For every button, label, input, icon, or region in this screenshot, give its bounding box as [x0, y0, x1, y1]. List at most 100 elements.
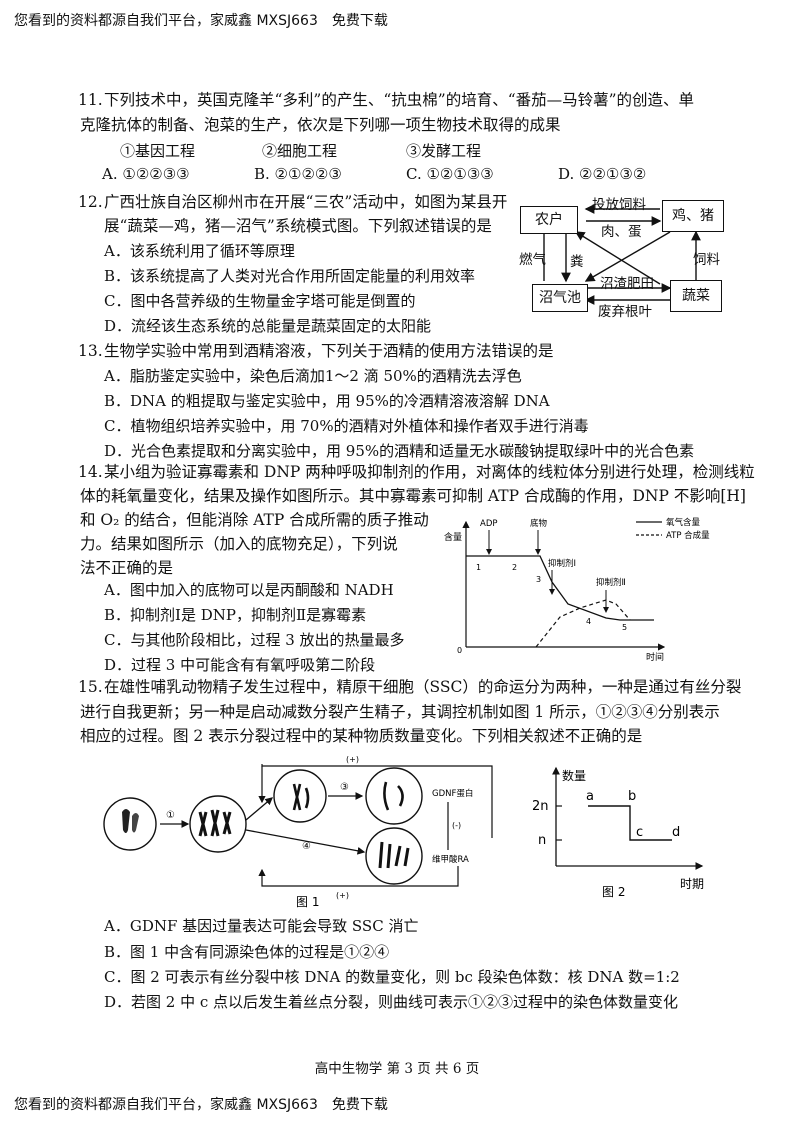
tick-2n: 2n — [532, 799, 549, 814]
label-residue: 沼渣肥田 — [600, 276, 654, 292]
cell-ssc — [103, 797, 157, 851]
chromosome-icon — [222, 811, 232, 835]
chromosome-icon — [292, 783, 302, 811]
cell-self-renewal — [365, 767, 423, 825]
q12-stem-line1: 广西壮族自治区柳州市在开展“三农”活动中，如图为某县开 — [104, 193, 508, 211]
point-c: c — [636, 825, 643, 840]
tick-n: n — [538, 833, 546, 848]
phase-2: 2 — [512, 563, 517, 572]
oxygen-curve — [466, 555, 654, 621]
q12-stem-line2: 展“蔬菜—鸡，猪—沼气”系统模式图。下列叙述错误的是 — [104, 217, 492, 235]
point-d: d — [672, 825, 680, 840]
q11-stem-line1: 下列技术中，英国克隆羊“多利”的产生、“抗虫棉”的培育、“番茄—马铃薯”的创造、… — [104, 91, 695, 109]
arrow-to-meiosis — [245, 829, 366, 855]
q14-stem-line4: 力。结果如图所示（加入的底物充足），下列说 — [80, 535, 398, 553]
q13-number: 13. — [78, 342, 103, 360]
chromosome-icon — [378, 841, 410, 869]
q14-stem-line3: 和 O₂ 的结合，但能消除 ATP 合成所需的质子推动 — [80, 511, 429, 529]
q12-number: 12. — [78, 193, 103, 211]
cell-dividing — [189, 795, 247, 853]
ra-promotes-arrow — [258, 866, 459, 887]
label-gas: 燃气 — [519, 252, 546, 268]
q15-option-a: A．GDNF 基因过量表达可能会导致 SSC 消亡 — [104, 917, 419, 935]
q15-figure1: ① ④ ③ (+) GDNF蛋白 (-) 维甲酸RA (+) 图 1 — [103, 755, 493, 909]
phase-4: 4 — [586, 617, 591, 626]
point-b: b — [628, 789, 636, 804]
watermark-top: 您看到的资料都源自我们平台，家威鑫 MXSJ663 免费下载 — [14, 13, 388, 29]
adp-label: ADP — [480, 519, 498, 529]
q14-stem-line5: 法不正确的是 — [80, 559, 174, 577]
substrate-label: 底物 — [530, 518, 548, 529]
fig2-x-label: 时期 — [680, 877, 704, 891]
cell-meiosis — [365, 827, 423, 885]
arrow-veg-to-farmer — [574, 231, 661, 285]
q15-number: 15. — [78, 678, 103, 696]
chromosome-icon — [383, 781, 390, 811]
regulation-line-top — [261, 764, 493, 838]
q11-tech3: ③发酵工程 — [406, 142, 482, 160]
legend-o2: 氧气含量 — [666, 517, 701, 528]
fig2-curve — [588, 805, 672, 841]
label-manure: 粪 — [570, 254, 584, 270]
watermark-bottom: 您看到的资料都源自我们平台，家威鑫 MXSJ663 免费下载 — [14, 1097, 388, 1113]
node-vegetable: 蔬菜 — [670, 280, 722, 312]
chromosome-icon — [210, 809, 220, 837]
q15-option-c: C．图 2 可表示有丝分裂中核 DNA 的数量变化，则 bc 段染色体数：核 D… — [104, 968, 680, 986]
inhibitor1-label: 抑制剂Ⅰ — [548, 558, 576, 569]
q13-option-a: A．脂肪鉴定实验中，染色后滴加1～2 滴 50%的酒精洗去浮色 — [104, 367, 522, 385]
q14-option-a: A．图中加入的底物可以是丙酮酸和 NADH — [104, 581, 394, 599]
x-axis-label: 时间 — [646, 651, 664, 663]
q14-option-d: D．过程 3 中可能含有有氧呼吸第二阶段 — [104, 656, 376, 674]
q14-option-b: B．抑制剂Ⅰ是 DNP，抑制剂Ⅱ是寡霉素 — [104, 606, 367, 624]
q11-tech1: ①基因工程 — [120, 142, 196, 160]
q11-option-d: D. ②②①③② — [558, 165, 647, 183]
q11-tech2: ②细胞工程 — [262, 142, 338, 160]
label-meat-egg: 肉、蛋 — [601, 224, 642, 240]
y-axis-label: 含量 — [444, 531, 462, 543]
q15-stem-line1: 在雄性哺乳动物精子发生过程中，精原干细胞（SSC）的命运分为两种，一种是通过有丝… — [104, 678, 742, 696]
q11-option-c: C. ①②①③③ — [406, 165, 494, 183]
plus-top-label: (+) — [346, 755, 359, 764]
chromosome-icon — [132, 813, 139, 833]
q15-option-d: D．若图 2 中 c 点以后发生着丝点分裂，则曲线可表示①②③过程中的染色体数量… — [104, 993, 679, 1011]
q15-stem-line2: 进行自我更新；另一种是启动减数分裂产生精子，其调控机制如图 1 所示，①②③④分… — [80, 703, 720, 721]
q15-figure2: 数量 时期 2n n a b c d 图 2 — [532, 766, 704, 899]
q13-option-d: D．光合色素提取和分离实验中，用 95%的酒精和适量无水碳酸钠提取绿叶中的光合色… — [104, 442, 695, 460]
q14-stem-line2: 体的耗氧量变化，结果及操作如图所示。其中寡霉素可抑制 ATP 合成酶的作用，DN… — [80, 487, 746, 505]
q12-option-a: A．该系统利用了循环等原理 — [104, 242, 295, 260]
origin-label: 0 — [457, 646, 462, 655]
q11-option-a: A. ①②②③③ — [102, 165, 190, 183]
q11-number: 11. — [78, 91, 103, 109]
point-a: a — [586, 789, 594, 804]
q12-option-c: C．图中各营养级的生物量金字塔可能是倒置的 — [104, 292, 416, 310]
chromosome-icon — [122, 809, 130, 833]
q14-number: 14. — [78, 463, 103, 481]
arrow-chicken-to-biogas — [584, 231, 671, 282]
phase-5: 5 — [622, 623, 627, 632]
q13-option-c: C．植物组织培养实验中，用 70%的酒精对外植体和操作者双手进行消毒 — [104, 417, 589, 435]
q12-ecosystem-diagram — [539, 204, 701, 305]
q11-option-b: B. ②①②②③ — [254, 165, 342, 183]
chromosome-icon — [304, 787, 310, 809]
q13-stem: 生物学实验中常用到酒精溶液，下列关于酒精的使用方法错误的是 — [104, 342, 554, 360]
figure2-caption: 图 2 — [602, 885, 625, 899]
figure1-caption: 图 1 — [296, 895, 319, 909]
fig2-y-label: 数量 — [562, 768, 586, 783]
q14-option-c: C．与其他阶段相比，过程 3 放出的热量最多 — [104, 631, 405, 649]
minus-label: (-) — [452, 821, 461, 830]
arrow-to-mitosis — [245, 797, 273, 821]
node-chicken-pig: 鸡、猪 — [662, 200, 724, 232]
q13-option-b: B．DNA 的粗提取与鉴定实验中，用 95%的冷酒精溶液溶解 DNA — [104, 392, 550, 410]
step-4-label: ④ — [302, 841, 311, 852]
node-biogas: 沼气池 — [532, 284, 588, 312]
gdnf-label: GDNF蛋白 — [432, 788, 473, 799]
plus-bottom-label: (+) — [336, 891, 349, 900]
q14-oxygen-atp-chart: 含量 时间 0 ADP 底物 抑制剂Ⅰ 抑制剂Ⅱ 1 2 3 4 5 氧气含量 … — [444, 517, 710, 663]
q12-option-b: B．该系统提高了人类对光合作用所固定能量的利用效率 — [104, 267, 476, 285]
label-feed-in: 投放饲料 — [592, 197, 646, 213]
q15-option-b: B．图 1 中含有同源染色体的过程是①②④ — [104, 943, 390, 961]
ra-label: 维甲酸RA — [432, 854, 469, 865]
atp-curve — [535, 599, 631, 648]
label-feed: 饲料 — [693, 252, 720, 268]
step-1-label: ① — [166, 810, 175, 821]
